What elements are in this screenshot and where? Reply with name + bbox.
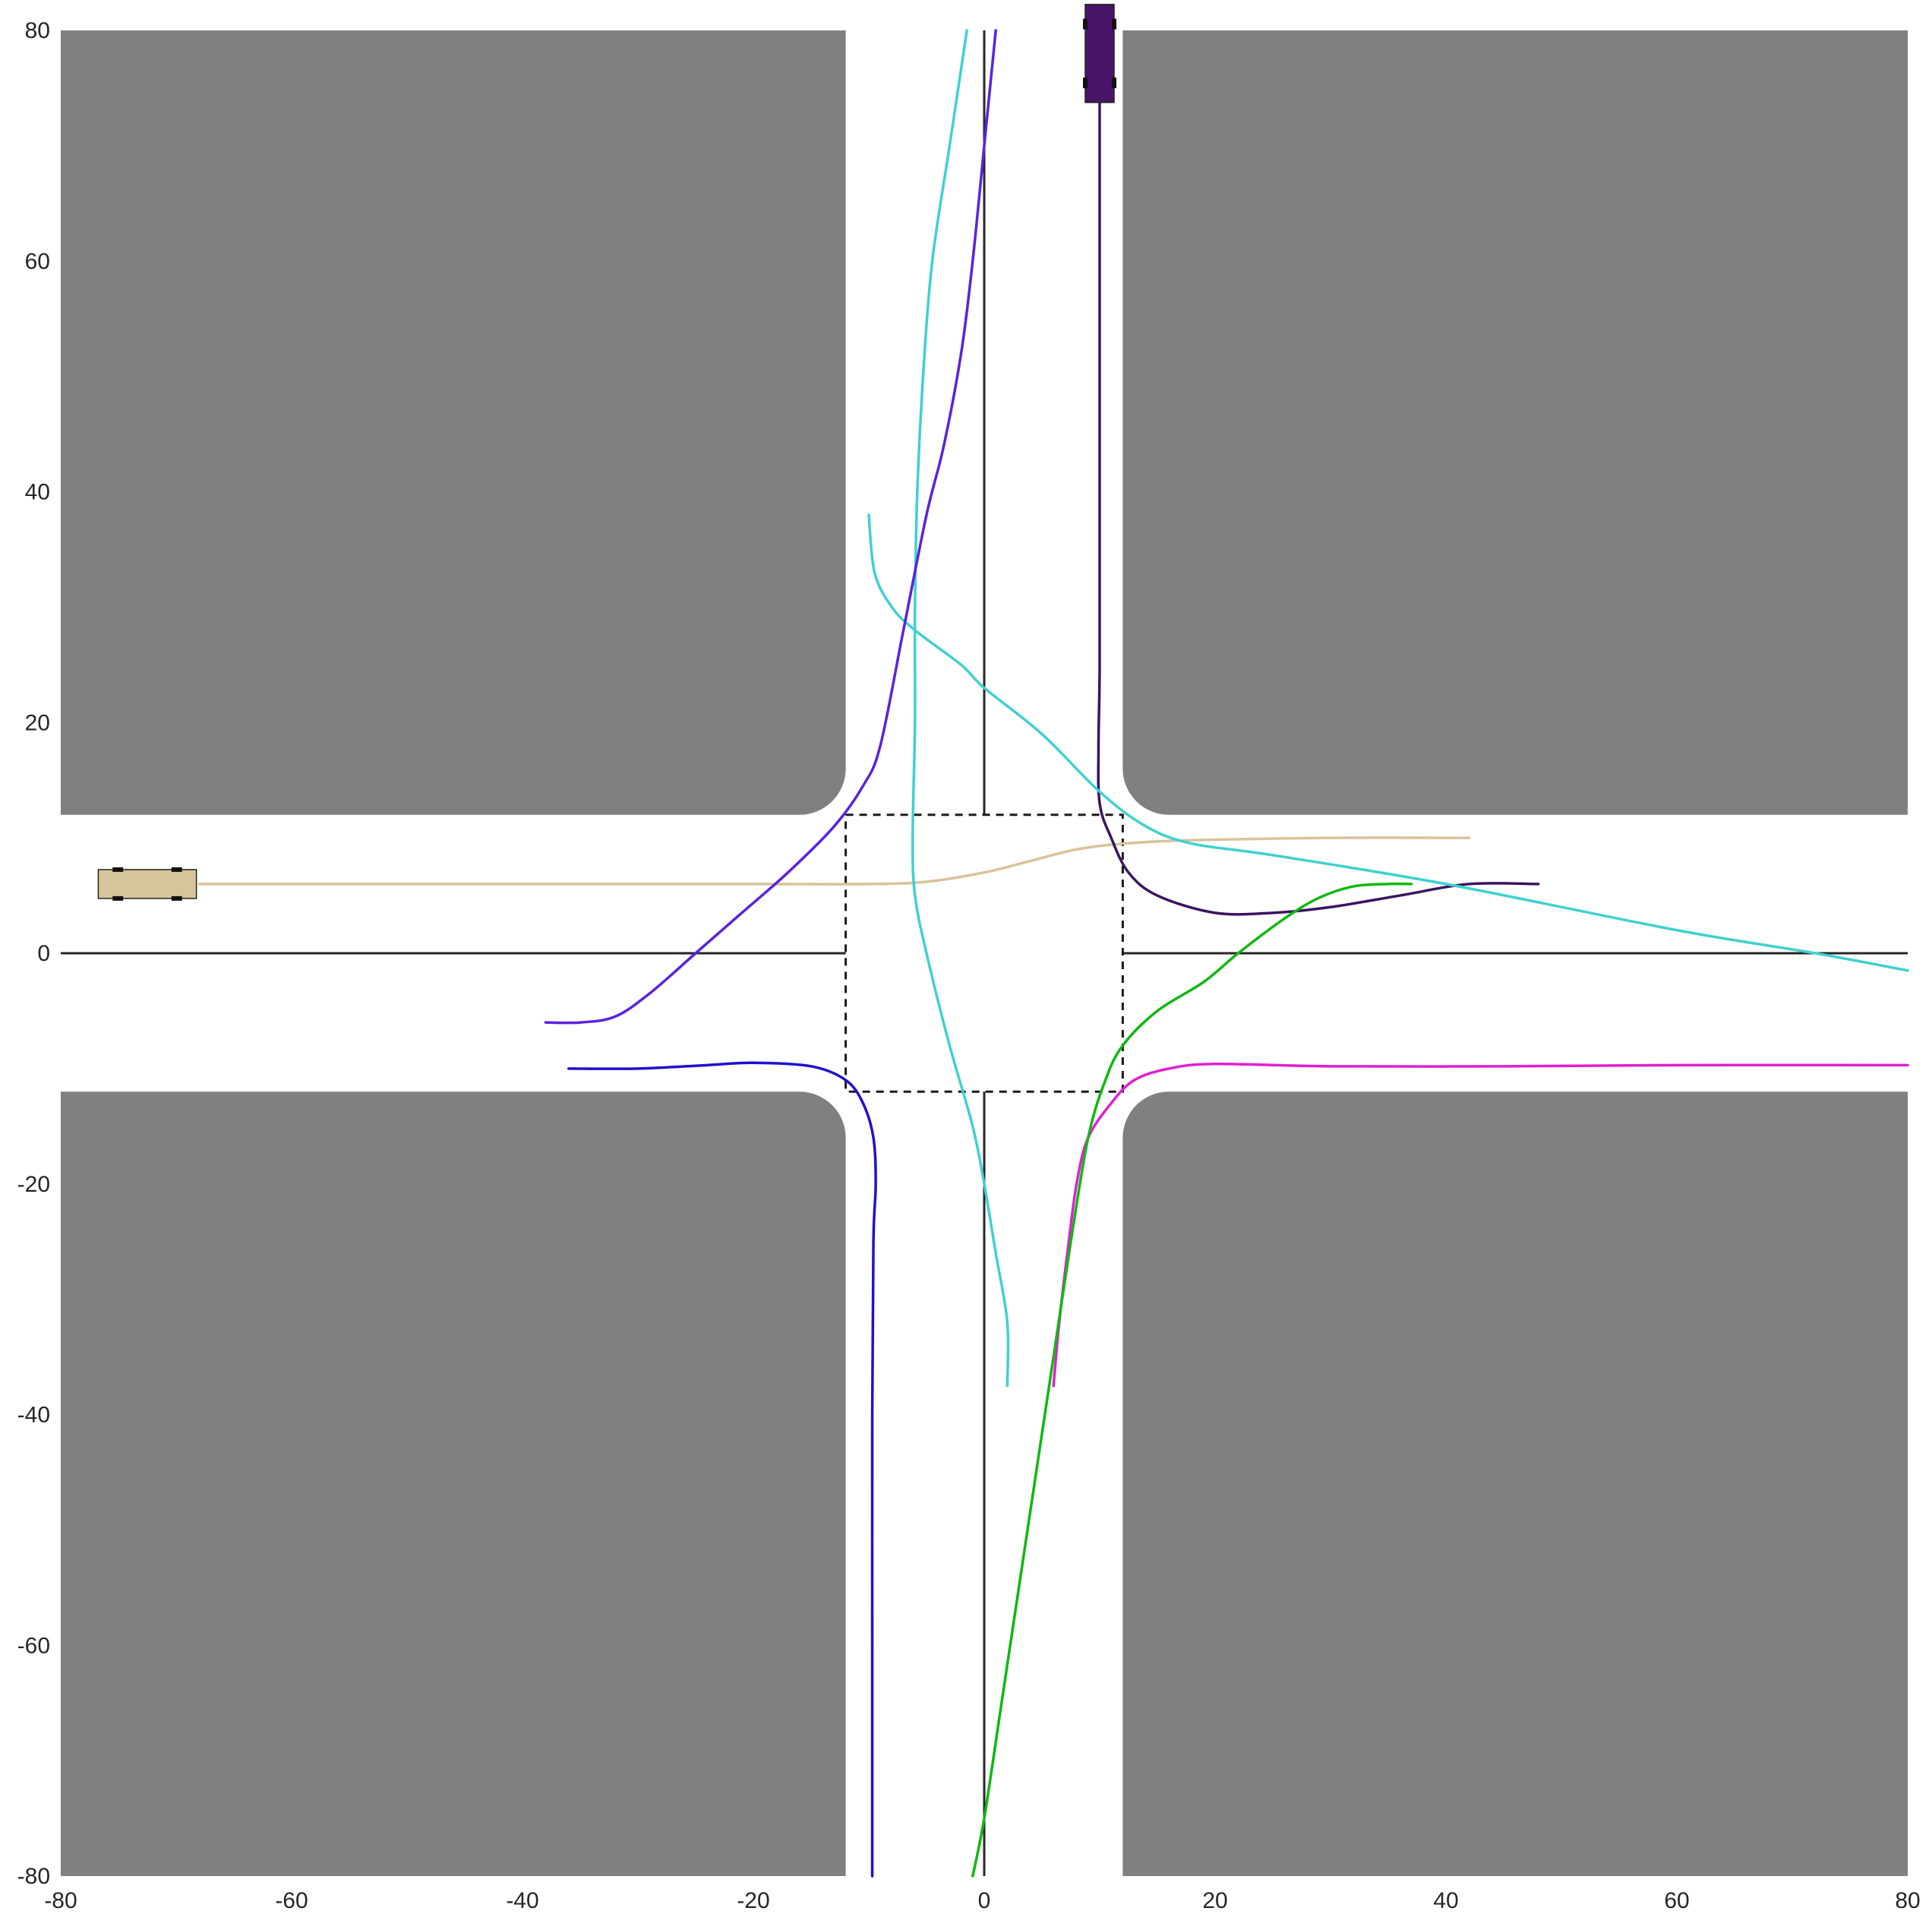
- vehicle-body: [97, 869, 197, 899]
- x-tick-label: 60: [1664, 1888, 1689, 1913]
- trajectory-line-6: [567, 1061, 877, 1878]
- x-tick-label: 40: [1433, 1888, 1458, 1913]
- vehicle-body: [1084, 4, 1115, 103]
- trajectory-line-7: [1052, 1062, 1909, 1388]
- block-bottom-right: [1122, 1091, 1908, 1876]
- x-tick-label: -60: [275, 1888, 308, 1913]
- trajectory-line-1: [197, 836, 1471, 886]
- vehicle-wheel: [112, 867, 124, 872]
- x-tick-label: 80: [1895, 1888, 1920, 1913]
- y-tick-label: 0: [37, 941, 50, 966]
- vehicle-wheel: [171, 867, 182, 872]
- y-tick-label: 40: [25, 480, 50, 505]
- tan-car: [97, 867, 197, 901]
- y-tick-label: 20: [25, 710, 50, 735]
- vehicle-wheel: [112, 896, 124, 901]
- intersection-box: [844, 813, 1124, 1093]
- x-tick-label: -80: [44, 1888, 77, 1913]
- trajectory-line-5: [544, 29, 997, 1025]
- x-tick-label: -40: [506, 1888, 538, 1913]
- lane-markings: [61, 30, 1908, 1876]
- trajectory-line-8: [971, 882, 1413, 1878]
- map-blocks: [61, 30, 1908, 1876]
- vehicle-wheel: [171, 896, 182, 901]
- x-tick-label: 20: [1202, 1888, 1227, 1913]
- y-tick-label: -60: [17, 1633, 50, 1658]
- y-tick-label: -20: [17, 1172, 50, 1197]
- trajectories: [197, 29, 1909, 1878]
- x-tick-label: 0: [978, 1888, 991, 1913]
- purple-car: [1083, 4, 1116, 103]
- trajectory-line-4: [911, 29, 1010, 1388]
- block-bottom-left: [61, 1091, 846, 1876]
- vehicle-wheel: [1083, 18, 1088, 30]
- y-tick-label: 60: [25, 249, 50, 274]
- vehicles: [97, 4, 1116, 901]
- block-top-right: [1122, 30, 1908, 815]
- x-tick-label: -20: [737, 1888, 769, 1913]
- vehicle-wheel: [1112, 18, 1116, 30]
- vehicle-wheel: [1112, 77, 1116, 89]
- y-tick-label: -40: [17, 1403, 50, 1428]
- x-axis-tick-labels: -80 -60 -40 -20 0 20 40 60 80: [44, 1888, 1920, 1913]
- y-tick-label: 80: [25, 18, 50, 43]
- vehicle-wheel: [1083, 77, 1088, 89]
- y-tick-label: -80: [17, 1864, 50, 1889]
- y-axis-tick-labels: -80 -60 -40 -20 0 20 40 60 80: [17, 18, 50, 1889]
- trajectory-line-2: [1097, 52, 1540, 916]
- block-top-left: [61, 30, 846, 815]
